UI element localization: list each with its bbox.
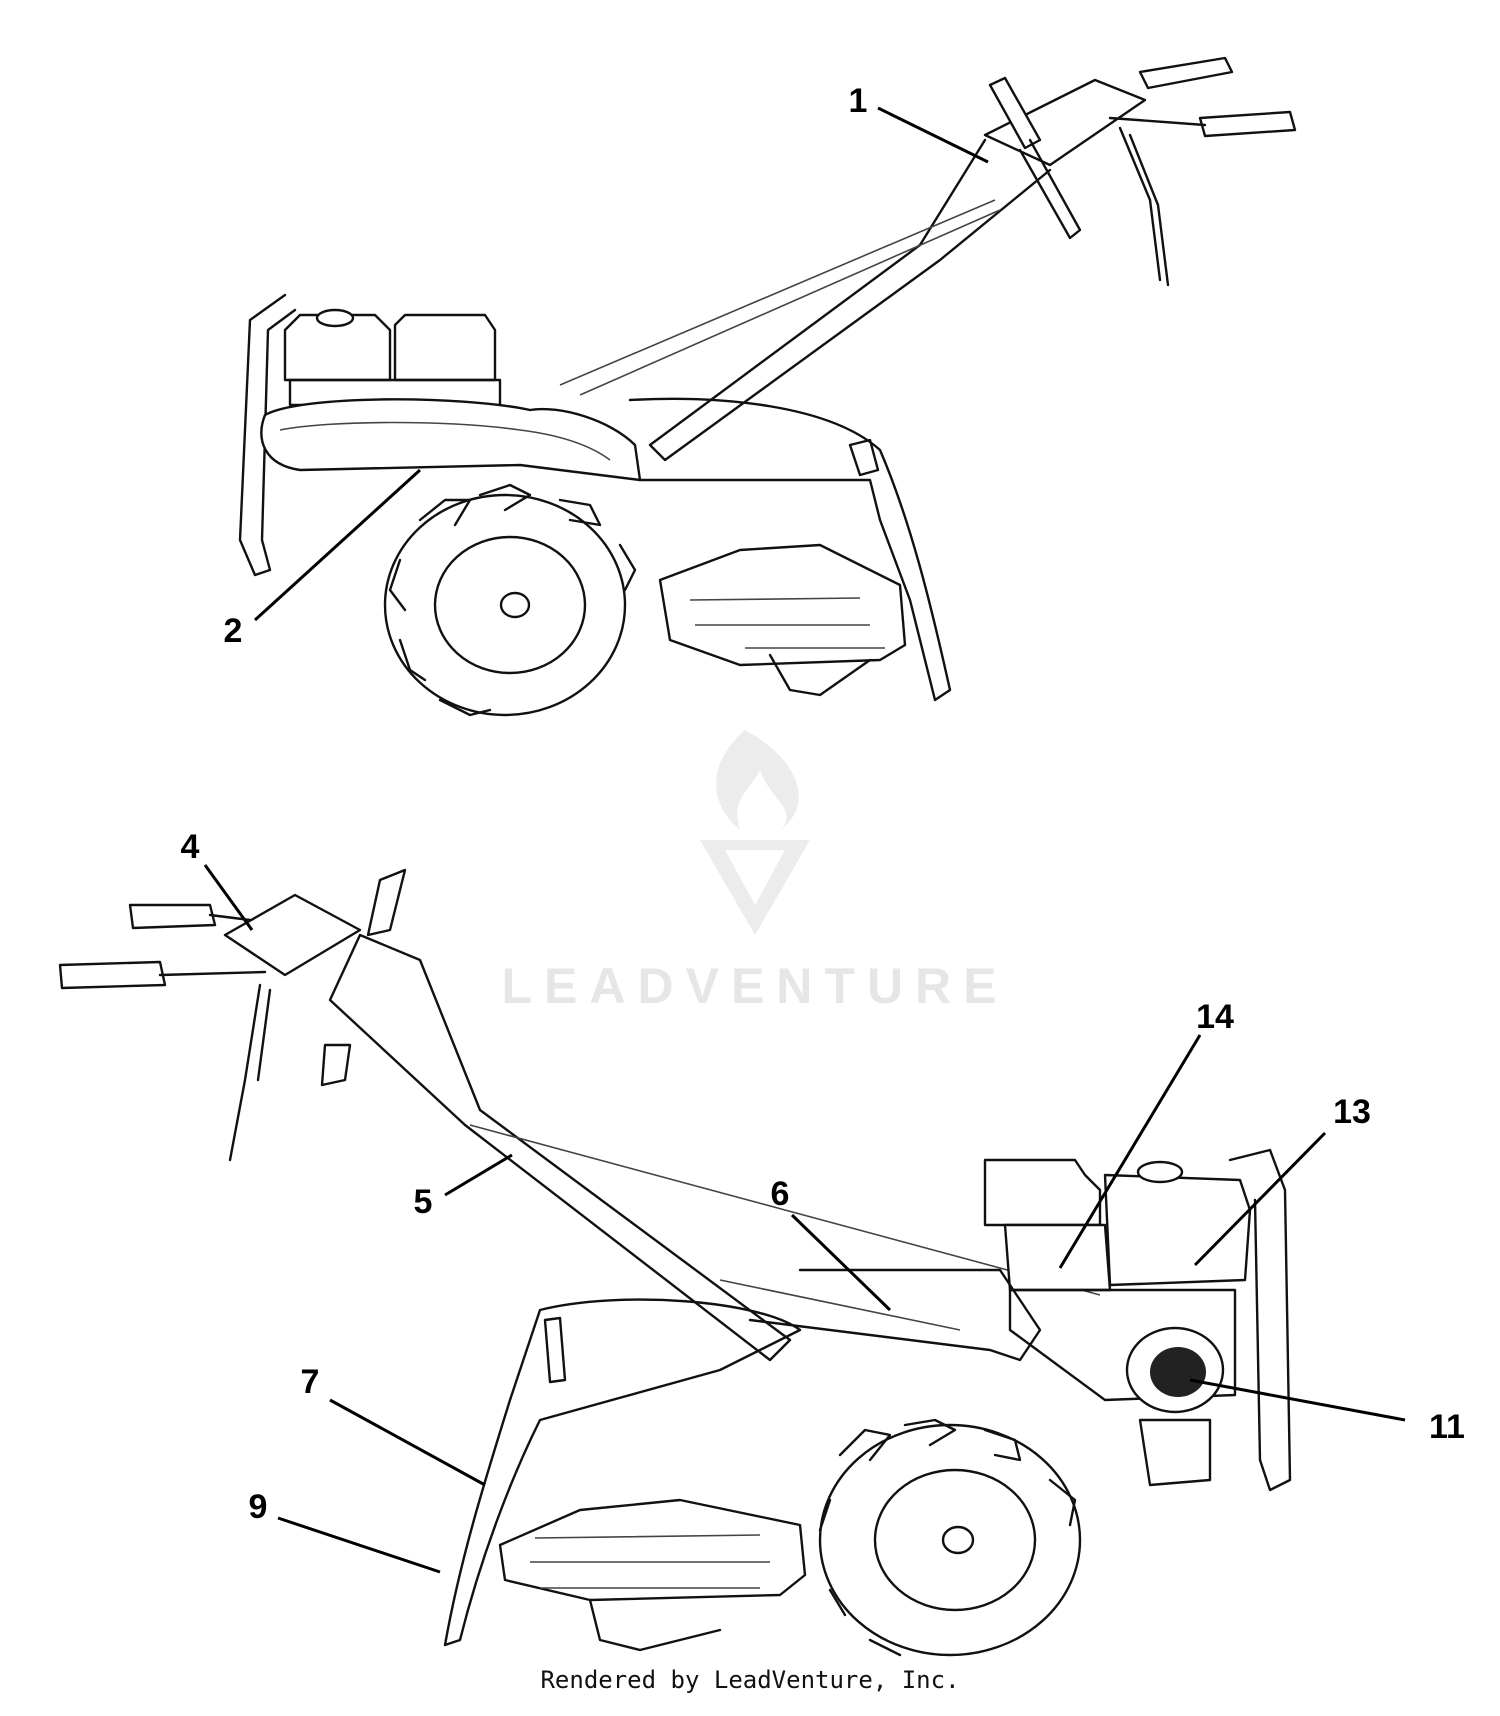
footer-credit: Rendered by LeadVenture, Inc.: [540, 1666, 960, 1694]
handle-grip-upper: [1138, 56, 1234, 90]
engine-shroud-b: [1103, 1173, 1252, 1287]
leader-line-5: [444, 1153, 513, 1197]
fuel-cap: [315, 308, 355, 328]
tire-treads-top: [388, 483, 637, 717]
control-cables: [559, 199, 1001, 396]
tine-shield-b: [443, 1298, 802, 1647]
callout-13: 13: [1333, 1093, 1371, 1131]
callout-6: 6: [771, 1175, 790, 1213]
engine-air-cleaner: [393, 313, 497, 382]
tine-shield: [628, 397, 952, 702]
recoil-starter-handle: [1150, 1347, 1206, 1397]
handle-top-lever-b: [366, 868, 407, 937]
engine-air-cleaner-b: [983, 1158, 1102, 1227]
handle-grip-lower: [1198, 110, 1297, 138]
tire-treads-bottom: [818, 1418, 1077, 1657]
wheel-tire-bottom: [818, 1423, 1082, 1657]
handle-top-lever: [988, 76, 1042, 150]
front-bumper: [238, 293, 297, 577]
leader-line-13: [1193, 1131, 1327, 1267]
callout-14: 14: [1196, 998, 1234, 1036]
tiller-top-view: [238, 56, 1297, 717]
callout-2: 2: [224, 612, 243, 650]
callout-11: 11: [1429, 1408, 1465, 1446]
transmission-housing-b: [1138, 1418, 1212, 1487]
wheel-rim-bottom: [873, 1468, 1037, 1612]
handle-bracket-b: [320, 1043, 352, 1087]
handlebar-top: [983, 78, 1147, 167]
handle-control-rod-b: [228, 983, 272, 1162]
callout-7: 7: [301, 1363, 320, 1401]
leader-line-4: [203, 864, 254, 931]
leader-line-9: [277, 1516, 441, 1574]
fuel-cap-b: [1136, 1160, 1184, 1184]
engine-fuel-tank-b: [1003, 1223, 1112, 1292]
watermark: LEADVENTURE: [501, 730, 1008, 1014]
wheel-rim-top: [433, 535, 587, 675]
leader-line-14: [1058, 1034, 1202, 1269]
callout-9: 9: [249, 1488, 268, 1526]
tiller-bottom-view: [58, 868, 1292, 1657]
drag-bar-bottom: [588, 1598, 722, 1652]
control-cables-b: [469, 1124, 1101, 1331]
guard-slots-bottom: [530, 1534, 770, 1589]
leader-line-11: [1189, 1378, 1406, 1422]
watermark-v-icon: [700, 840, 810, 935]
leader-line-7: [329, 1398, 486, 1487]
callout-1: 1: [849, 82, 868, 120]
belt-cover: [260, 398, 642, 482]
watermark-flame-icon: [716, 730, 799, 830]
handle-grip-upper-b: [128, 903, 217, 930]
callout-5: 5: [414, 1183, 433, 1221]
tine-shield-hitch: [848, 438, 880, 477]
handle-grip-lower-b: [58, 960, 167, 990]
handlebar-arm: [1108, 116, 1207, 127]
shift-lever: [1018, 138, 1082, 240]
handle-control-rod: [1118, 126, 1170, 287]
leader-line-1: [877, 106, 989, 164]
handle-tube: [648, 138, 1052, 462]
guard-slots-top: [689, 597, 885, 649]
wheel-hub-bottom: [941, 1525, 975, 1555]
frame-b: [748, 1268, 1042, 1362]
rear-bumper: [1228, 1148, 1292, 1492]
callouts: 1 2 4 5 6 7 9 11 13 14: [181, 82, 1465, 1574]
belt-cover-inner: [279, 421, 611, 461]
engine-fuel-tank: [283, 313, 392, 382]
wheel-tire-top: [383, 493, 627, 717]
handlebar-bottom: [223, 893, 362, 977]
watermark-text: LEADVENTURE: [501, 958, 1008, 1014]
leader-line-6: [790, 1213, 892, 1312]
handle-tube-b: [328, 933, 792, 1362]
callout-4: 4: [181, 828, 200, 866]
wheel-hub-top: [499, 591, 531, 619]
depth-guard-bottom: [498, 1498, 807, 1602]
leader-line-2: [253, 468, 422, 622]
drag-bar-top: [768, 653, 872, 697]
tine-shield-hitch-b: [543, 1316, 567, 1384]
depth-guard-top: [658, 543, 907, 667]
